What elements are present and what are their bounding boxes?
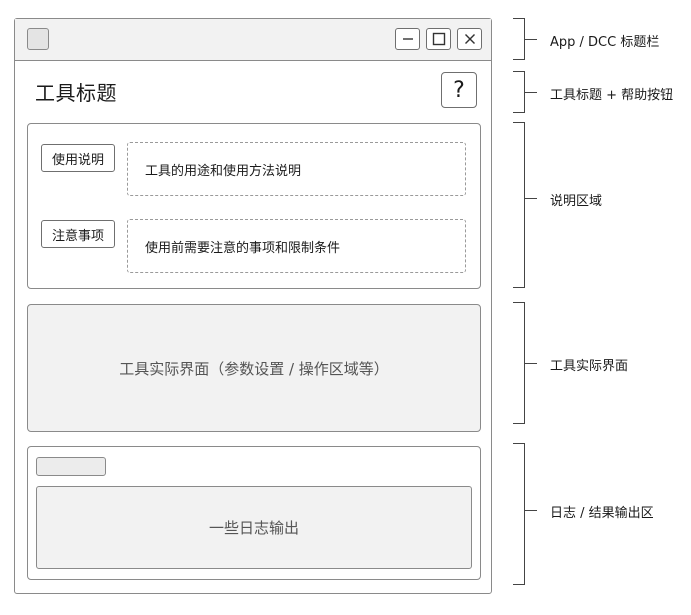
bracket-tool-title-tick bbox=[525, 92, 537, 93]
annotation-titlebar: App / DCC 标题栏 bbox=[550, 35, 660, 50]
log-output: 一些日志输出 bbox=[36, 486, 472, 569]
notes-text: 使用前需要注意的事项和限制条件 bbox=[127, 219, 466, 273]
tool-main-area: 工具实际界面（参数设置 / 操作区域等） bbox=[27, 304, 481, 432]
bracket-tool-area bbox=[513, 302, 525, 424]
close-button[interactable] bbox=[457, 28, 482, 50]
maximize-button[interactable] bbox=[426, 28, 451, 50]
minimize-icon bbox=[402, 38, 413, 40]
bracket-tool-title bbox=[513, 71, 525, 113]
bracket-log bbox=[513, 443, 525, 585]
app-titlebar bbox=[15, 19, 491, 61]
annotation-tool-title: 工具标题 + 帮助按钮 bbox=[550, 88, 674, 103]
bracket-tool-area-tick bbox=[525, 363, 537, 364]
notes-button[interactable]: 注意事项 bbox=[41, 220, 115, 248]
annotation-tool-area: 工具实际界面 bbox=[550, 359, 629, 374]
app-window: 工具标题 ? 使用说明 工具的用途和使用方法说明 注意事项 使用前需要注意的事项… bbox=[14, 18, 492, 594]
annotation-description: 说明区域 bbox=[550, 194, 603, 209]
maximize-icon bbox=[432, 32, 445, 46]
bracket-log-tick bbox=[525, 510, 537, 511]
tool-title: 工具标题 bbox=[35, 81, 117, 105]
annotation-log: 日志 / 结果输出区 bbox=[550, 506, 654, 521]
description-section: 使用说明 工具的用途和使用方法说明 注意事项 使用前需要注意的事项和限制条件 bbox=[27, 123, 481, 289]
bracket-description bbox=[513, 122, 525, 288]
help-button[interactable]: ? bbox=[441, 72, 477, 108]
bracket-titlebar bbox=[513, 18, 525, 60]
usage-instructions-button[interactable]: 使用说明 bbox=[41, 144, 115, 172]
usage-instructions-text: 工具的用途和使用方法说明 bbox=[127, 142, 466, 196]
log-tab[interactable] bbox=[36, 457, 106, 476]
close-icon bbox=[464, 34, 475, 44]
app-icon bbox=[27, 28, 49, 50]
bracket-description-tick bbox=[525, 198, 537, 199]
bracket-titlebar-tick bbox=[525, 39, 537, 40]
minimize-button[interactable] bbox=[395, 28, 420, 50]
log-section: 一些日志输出 bbox=[27, 446, 481, 580]
